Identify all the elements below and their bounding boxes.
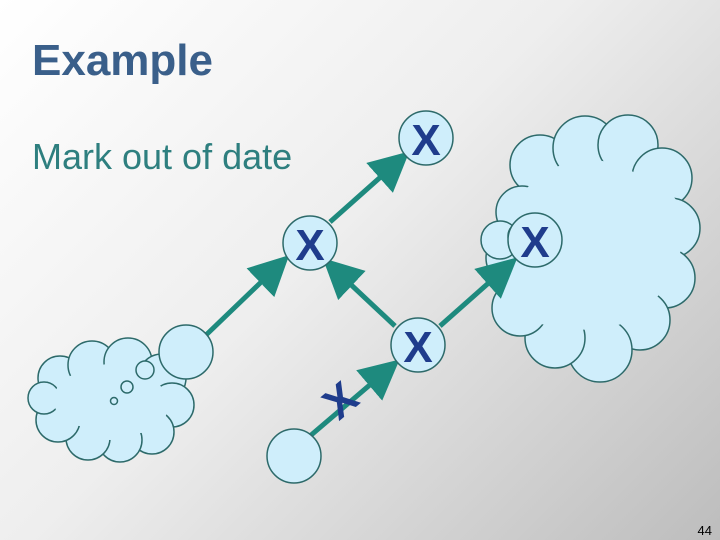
mark-bottom-edge: X xyxy=(314,373,368,429)
arrow-node-a-to-node-top xyxy=(328,151,410,224)
mark-node-mid: X xyxy=(403,323,432,372)
thought-bubbles xyxy=(109,360,155,406)
slide-body-text: Mark out of date xyxy=(32,136,293,177)
arrow-bottom-to-node-mid xyxy=(308,359,400,438)
nodes xyxy=(158,110,563,484)
node-mid xyxy=(390,317,446,373)
node-top xyxy=(398,110,454,166)
node-a xyxy=(282,215,338,271)
node-root xyxy=(158,324,214,380)
arrows xyxy=(203,151,518,438)
mark-node-top: X xyxy=(411,116,440,165)
arrow-node-mid-to-node-right xyxy=(438,257,518,328)
page-number: 44 xyxy=(697,523,712,538)
mark-node-a: X xyxy=(295,221,324,270)
node-right xyxy=(507,212,563,268)
arrow-stack-to-node-a xyxy=(203,255,290,338)
node-bottom xyxy=(266,428,322,484)
arrow-node-mid-to-node-a xyxy=(322,258,397,328)
slide-title: Example xyxy=(32,36,213,85)
mark-node-right: X xyxy=(520,218,549,267)
